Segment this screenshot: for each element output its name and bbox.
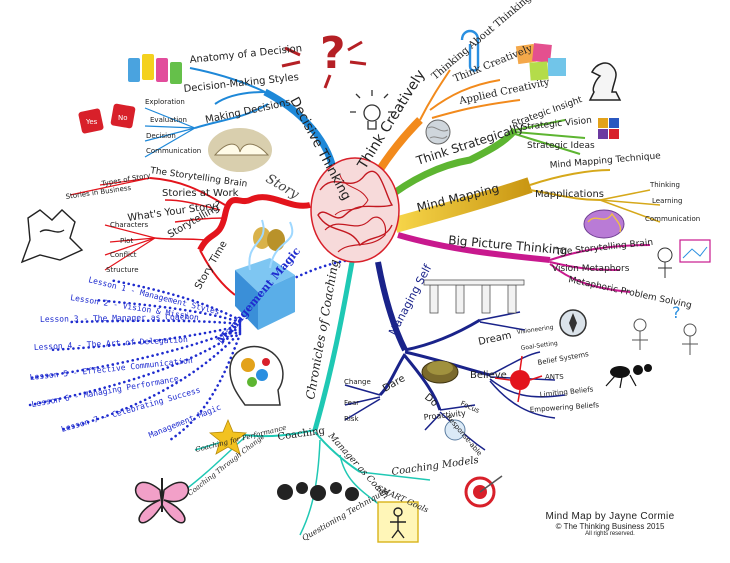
label-conflict: Conflict	[110, 251, 137, 259]
label-characters: Characters	[110, 221, 149, 229]
columns-icon	[423, 279, 525, 314]
butterfly-icon	[134, 478, 190, 524]
svg-text:No: No	[118, 114, 128, 122]
label-plot: Plot	[120, 237, 133, 245]
central-brain	[310, 157, 400, 263]
label-fear: Fear	[344, 399, 359, 407]
label-empowering-beliefs: Empowering Beliefs	[530, 401, 600, 414]
label-goal-setting: Goal-Setting	[520, 340, 558, 352]
label-mapplications: Mapplications	[535, 189, 604, 200]
label-stories-in-business: Stories in Business	[65, 184, 132, 201]
label-ants: ANTS	[545, 373, 564, 381]
lightbulb-icon	[350, 90, 394, 130]
gold-star-icon	[208, 418, 248, 455]
branch-label-chronicles-of-coaching: Chronicles of Coaching	[303, 258, 341, 400]
label-metaphoric-problem-solving: Metaphoric Problem Solving	[567, 275, 692, 311]
branch-bigpicture-lines	[397, 232, 651, 293]
branch-strategic-lines	[382, 119, 586, 203]
ant-icon	[605, 364, 652, 389]
mind-map-brain-icon	[583, 209, 625, 239]
label-limiting-beliefs: Limiting Beliefs	[539, 385, 594, 399]
branch-mindmap-lines	[392, 169, 661, 233]
svg-text:?: ?	[320, 28, 346, 79]
compass-icon	[559, 309, 587, 337]
stick-figure-icon	[377, 501, 419, 543]
globe-icon	[425, 119, 451, 145]
svg-text:Yes: Yes	[85, 118, 98, 126]
label-communication: Communication	[146, 147, 201, 155]
label-strategic-ideas: Strategic Ideas	[527, 141, 595, 151]
branch-coaching-lines	[184, 261, 431, 536]
label-decision-making-styles: Decision-Making Styles	[183, 72, 299, 95]
label-vision-metaphors: Vision Metaphors	[552, 264, 630, 274]
svg-text:?: ?	[672, 303, 681, 322]
chess-knight-icon	[588, 62, 622, 101]
label-risk: Risk	[344, 415, 359, 423]
sketch-picture-icon	[657, 239, 711, 278]
branch-management-lines	[28, 258, 352, 442]
label-lesson-3: Lesson 3 - The Manager as Coach	[40, 312, 190, 324]
gears-people-icon	[277, 482, 359, 501]
label-bp-storytelling-brain: The Storytelling Brain	[554, 238, 653, 258]
globe-sketch-icon	[444, 419, 466, 441]
label-exploration: Exploration	[145, 98, 185, 106]
branch-story-lines	[69, 177, 311, 296]
target-icon	[464, 475, 503, 508]
footer-copyright: © The Thinking Business 2015	[555, 522, 665, 531]
label-proactivity: Proactivity	[423, 409, 466, 422]
footer-credits: Mind Map by Jayne Cormie © The Thinking …	[520, 511, 700, 537]
footer-rights: All rights reserved.	[585, 531, 635, 537]
label-change: Change	[344, 378, 371, 386]
dice-icon: Yes No	[78, 103, 136, 134]
label-coaching-models: Coaching Models	[391, 455, 479, 478]
label-belief-systems: Belief Systems	[537, 350, 590, 367]
paperclip-sticky-notes-icon	[460, 29, 566, 81]
label-lesson-4: Lesson 4 - The Art of Delegation	[34, 335, 189, 352]
thinking-figures-icon: ?	[632, 303, 698, 355]
label-stories-at-work: Stories at Work	[162, 188, 239, 199]
label-evaluation: Evaluation	[150, 116, 187, 124]
highlighter-pens-icon	[128, 54, 182, 84]
label-mind-mapping-technique: Mind Mapping Technique	[549, 151, 661, 171]
footer-title: Mind Map by Jayne Cormie	[545, 511, 675, 522]
label-mm-thinking: Thinking	[649, 181, 680, 189]
label-believe: Believe	[470, 370, 507, 381]
dragon-sketch-icon	[20, 209, 84, 264]
magic-box-icon	[235, 219, 295, 330]
label-visioneering: Visioneering	[516, 324, 554, 336]
neuron-icon	[494, 355, 543, 403]
branch-label-managing-self: Managing Self	[386, 261, 435, 337]
turtle-icon	[421, 360, 459, 384]
open-book-icon	[208, 128, 272, 172]
label-mm-communication: Communication	[645, 215, 700, 223]
label-structure: Structure	[106, 266, 139, 274]
puzzle-pieces-icon	[598, 118, 619, 139]
label-decision: Decision	[146, 132, 176, 140]
label-do: Do	[422, 392, 440, 409]
gears-head-icon	[229, 345, 284, 406]
label-anatomy-of-a-decision: Anatomy of a Decision	[189, 43, 302, 66]
question-mark-icon: ?	[281, 28, 367, 89]
label-mm-learning: Learning	[652, 197, 682, 205]
label-dream: Dream	[477, 330, 512, 348]
